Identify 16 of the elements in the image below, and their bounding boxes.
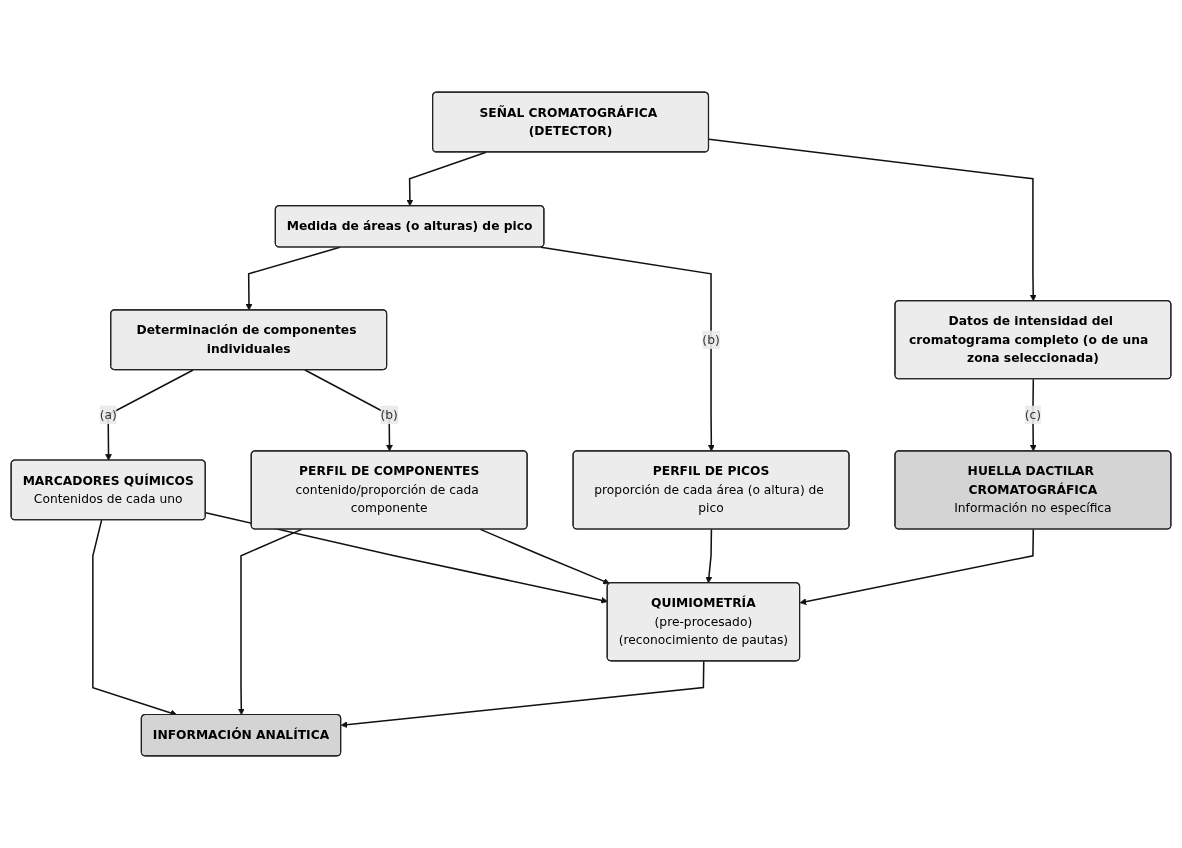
arrow xyxy=(340,660,705,728)
arrow xyxy=(540,246,715,452)
edge-label: (c) xyxy=(1024,407,1042,422)
arrow xyxy=(479,528,610,585)
arrow xyxy=(245,246,341,311)
arrow xyxy=(1029,378,1037,452)
arrow xyxy=(708,138,1037,302)
edge-label: (b) xyxy=(702,332,720,347)
arrow xyxy=(705,528,713,584)
arrow xyxy=(406,151,487,207)
arrow xyxy=(799,528,1035,605)
arrow xyxy=(105,369,194,461)
edge-label: (b) xyxy=(380,407,398,422)
edge-label: (a) xyxy=(99,407,117,422)
arrow xyxy=(304,369,393,452)
arrow xyxy=(237,528,303,716)
